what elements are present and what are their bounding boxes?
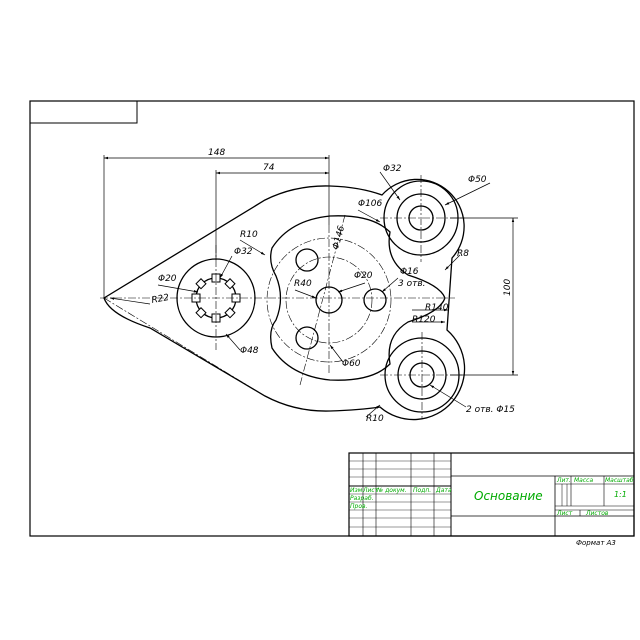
- dim-phi16: Φ16: [400, 267, 419, 277]
- tb-razrab: Разраб.: [350, 495, 374, 502]
- tb-izm: Изм.: [350, 487, 364, 494]
- tb-list: Лист: [362, 487, 379, 494]
- dimension-texts: 148 74 Φ32 Φ50 Φ106 Φ146 R10 Φ32 Φ20 R22…: [151, 148, 515, 424]
- dim-phi48: Φ48: [240, 346, 259, 356]
- dim-r140: R140: [425, 303, 449, 313]
- format-label: Формат А3: [576, 539, 616, 547]
- dim-phi20-center: Φ20: [354, 271, 373, 281]
- tb-doc: № докум.: [376, 487, 407, 494]
- dim-r10-top: R10: [240, 230, 258, 240]
- dim-74: 74: [263, 163, 275, 173]
- dim-2-holes: 2 отв. Φ15: [466, 405, 515, 415]
- dim-phi106: Φ106: [358, 199, 383, 209]
- dim-148: 148: [208, 148, 225, 158]
- tb-prov: Пров.: [350, 503, 368, 510]
- tb-date: Дата: [435, 487, 452, 494]
- tb-sheets: Листов: [585, 510, 609, 517]
- tb-scale-value: 1:1: [614, 490, 627, 499]
- tb-mass: Масса: [574, 477, 593, 484]
- dim-r120: R120: [412, 315, 436, 325]
- dim-phi50: Φ50: [468, 175, 487, 185]
- dim-100: 100: [503, 279, 513, 296]
- dim-r8: R8: [457, 249, 469, 259]
- tb-sign: Подп.: [413, 487, 431, 494]
- corner-box: [29, 100, 138, 124]
- title-block-text: Изм. Лист № докум. Подп. Дата Разраб. Пр…: [350, 477, 634, 517]
- dim-phi20-left: Φ20: [158, 274, 177, 284]
- sheet-frame: [29, 100, 635, 537]
- tb-scale-label: Масштаб: [605, 477, 634, 484]
- dim-r22: R22: [151, 293, 170, 306]
- part-name: Основание: [474, 489, 543, 503]
- dimension-lines: [103, 155, 518, 418]
- dim-phi146: Φ146: [331, 224, 347, 250]
- dim-3-holes: 3 отв.: [398, 279, 426, 289]
- tb-lit: Лит.: [556, 477, 571, 484]
- tb-sheet: Лист: [556, 510, 573, 517]
- dim-phi60: Φ60: [342, 359, 361, 369]
- title-block: [348, 452, 635, 537]
- dim-phi32-left: Φ32: [234, 247, 253, 257]
- dim-r10-bottom: R10: [366, 414, 384, 424]
- dim-phi32-top: Φ32: [383, 164, 402, 174]
- dim-r40: R40: [294, 279, 312, 289]
